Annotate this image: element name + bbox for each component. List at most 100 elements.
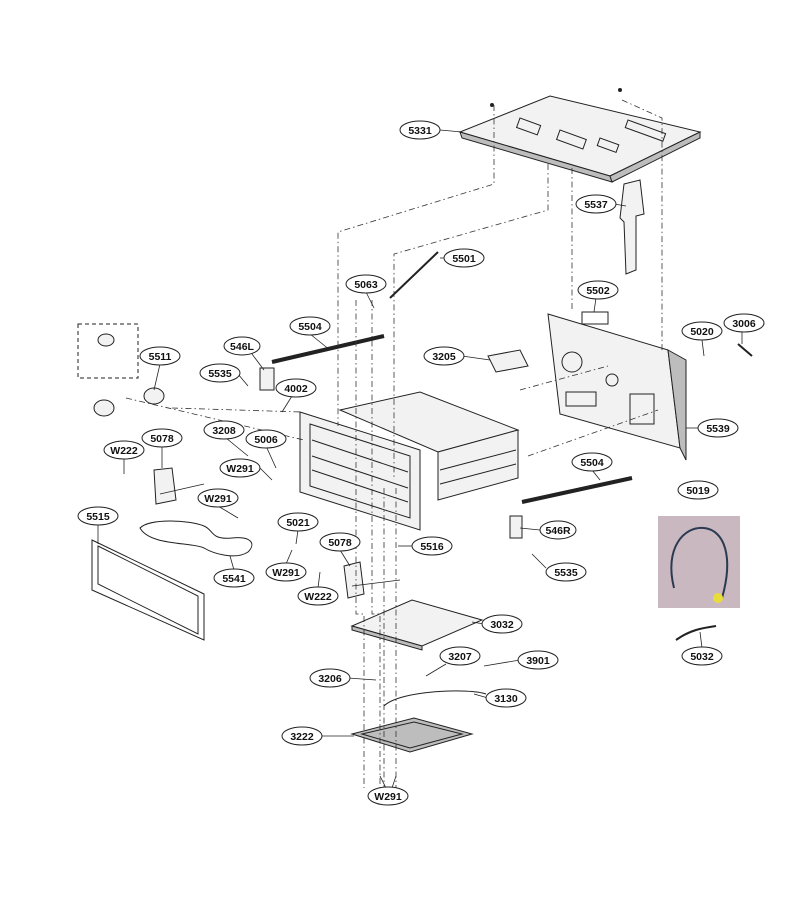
callout-W291-bottom: W291 bbox=[367, 775, 409, 806]
rod-5501 bbox=[389, 251, 439, 299]
callout-5535-top: 5535 bbox=[199, 363, 249, 387]
callout-label: W222 bbox=[304, 591, 332, 603]
back-panel-part bbox=[547, 311, 687, 461]
callout-label: W222 bbox=[110, 445, 138, 457]
callout-label: 5504 bbox=[580, 457, 604, 469]
callout-label: 3206 bbox=[318, 673, 342, 685]
callout-label: 5063 bbox=[354, 279, 378, 291]
callout-5535-bottom: 5535 bbox=[531, 553, 587, 582]
callout-label: 5078 bbox=[150, 433, 174, 445]
oven-cavity-part bbox=[299, 391, 520, 531]
callout-label: 3901 bbox=[526, 655, 550, 667]
callout-W291-mid: W291 bbox=[197, 488, 239, 519]
callout-label: 3205 bbox=[432, 351, 456, 363]
callout-label: 5515 bbox=[86, 511, 110, 523]
callout-label: 5021 bbox=[286, 517, 310, 529]
hinge-right bbox=[343, 561, 401, 599]
callout-5021: 5021 bbox=[277, 512, 319, 545]
callout-5502: 5502 bbox=[577, 280, 619, 313]
hinge-546L bbox=[259, 367, 275, 391]
callout-label: W291 bbox=[226, 463, 254, 475]
broil-tray-part bbox=[350, 599, 484, 651]
callout-5020: 5020 bbox=[681, 321, 723, 357]
callout-label: 5541 bbox=[222, 573, 246, 585]
callout-label: 5539 bbox=[706, 423, 730, 435]
callout-label: 546L bbox=[230, 341, 255, 353]
callout-label: 3130 bbox=[494, 693, 518, 705]
callout-label: 5501 bbox=[452, 253, 476, 265]
callout-3006: 3006 bbox=[723, 313, 765, 344]
callout-label: 5032 bbox=[690, 651, 714, 663]
callout-5063: 5063 bbox=[345, 274, 387, 309]
callout-5501: 5501 bbox=[440, 248, 485, 268]
side-bracket-part bbox=[619, 179, 645, 275]
callout-label: 4002 bbox=[284, 383, 308, 395]
callout-label: 5502 bbox=[586, 285, 610, 297]
pin-3006 bbox=[737, 343, 753, 357]
callout-4002: 4002 bbox=[275, 378, 317, 413]
wire-5032 bbox=[675, 625, 717, 641]
callout-5504-bottom: 5504 bbox=[571, 452, 613, 481]
callout-5019: 5019 bbox=[677, 480, 719, 500]
callout-3130: 3130 bbox=[473, 688, 527, 708]
hinge-left bbox=[153, 467, 205, 505]
door-gasket-part bbox=[91, 539, 205, 641]
callout-label: 5516 bbox=[420, 541, 444, 553]
callout-3032: 3032 bbox=[471, 614, 523, 634]
callout-3208: 3208 bbox=[203, 420, 249, 457]
callout-label: 5511 bbox=[149, 351, 172, 363]
callout-5516: 5516 bbox=[398, 536, 453, 556]
drip-pan-part bbox=[350, 717, 474, 753]
callout-label: 5535 bbox=[554, 567, 578, 579]
callout-label: W291 bbox=[204, 493, 232, 505]
callout-5078-right: 5078 bbox=[319, 532, 361, 567]
callout-5541: 5541 bbox=[213, 555, 255, 588]
callout-label: 3032 bbox=[490, 619, 514, 631]
callout-3205: 3205 bbox=[423, 346, 491, 366]
callout-546L: 546L bbox=[223, 336, 265, 371]
hinge-546R bbox=[509, 515, 523, 539]
callout-label: 5504 bbox=[298, 321, 322, 333]
bake-element-part bbox=[139, 520, 253, 557]
lamp-socket-part bbox=[77, 323, 165, 417]
callout-3222: 3222 bbox=[281, 726, 354, 746]
callout-label: 5019 bbox=[686, 485, 710, 497]
wire-harness-photo bbox=[658, 516, 740, 608]
callout-5504-top: 5504 bbox=[289, 316, 331, 351]
callout-5515: 5515 bbox=[77, 506, 119, 544]
callout-5078-left: 5078 bbox=[141, 428, 183, 468]
callout-label: 3207 bbox=[448, 651, 472, 663]
callout-3206: 3206 bbox=[309, 668, 377, 688]
assembly-guide-lines bbox=[125, 99, 663, 788]
control-board-part bbox=[487, 349, 529, 373]
callout-3207: 3207 bbox=[425, 646, 481, 677]
callout-label: 5006 bbox=[254, 434, 278, 446]
callout-W222-bottom: W222 bbox=[297, 571, 339, 606]
callout-label: 546R bbox=[545, 525, 571, 537]
callout-label: 3208 bbox=[212, 425, 236, 437]
callout-label: 3006 bbox=[732, 318, 756, 330]
top-panel-part bbox=[458, 88, 702, 183]
callout-5006: 5006 bbox=[245, 429, 287, 469]
callout-label: 5535 bbox=[208, 368, 232, 380]
heater-wire-3130 bbox=[383, 690, 487, 707]
callout-label: 5020 bbox=[690, 326, 714, 338]
callout-546R: 546R bbox=[519, 520, 577, 540]
callout-label: W291 bbox=[272, 567, 300, 579]
callout-label: 5078 bbox=[328, 537, 352, 549]
shelf-rail-right bbox=[521, 476, 633, 504]
shelf-rail-left bbox=[271, 334, 385, 364]
callout-5537: 5537 bbox=[575, 194, 627, 214]
callout-5032: 5032 bbox=[681, 631, 723, 666]
callout-W291-upper: W291 bbox=[219, 458, 273, 481]
callout-label: W291 bbox=[374, 791, 402, 803]
callout-W222-top: W222 bbox=[103, 440, 145, 474]
callout-label: 5537 bbox=[584, 199, 608, 211]
callout-label: 3222 bbox=[290, 731, 314, 743]
callout-5539: 5539 bbox=[686, 418, 739, 438]
callout-3901: 3901 bbox=[483, 650, 559, 670]
callout-5511: 5511 bbox=[139, 346, 181, 391]
callout-5331: 5331 bbox=[399, 120, 463, 140]
callout-label: 5331 bbox=[408, 125, 432, 137]
